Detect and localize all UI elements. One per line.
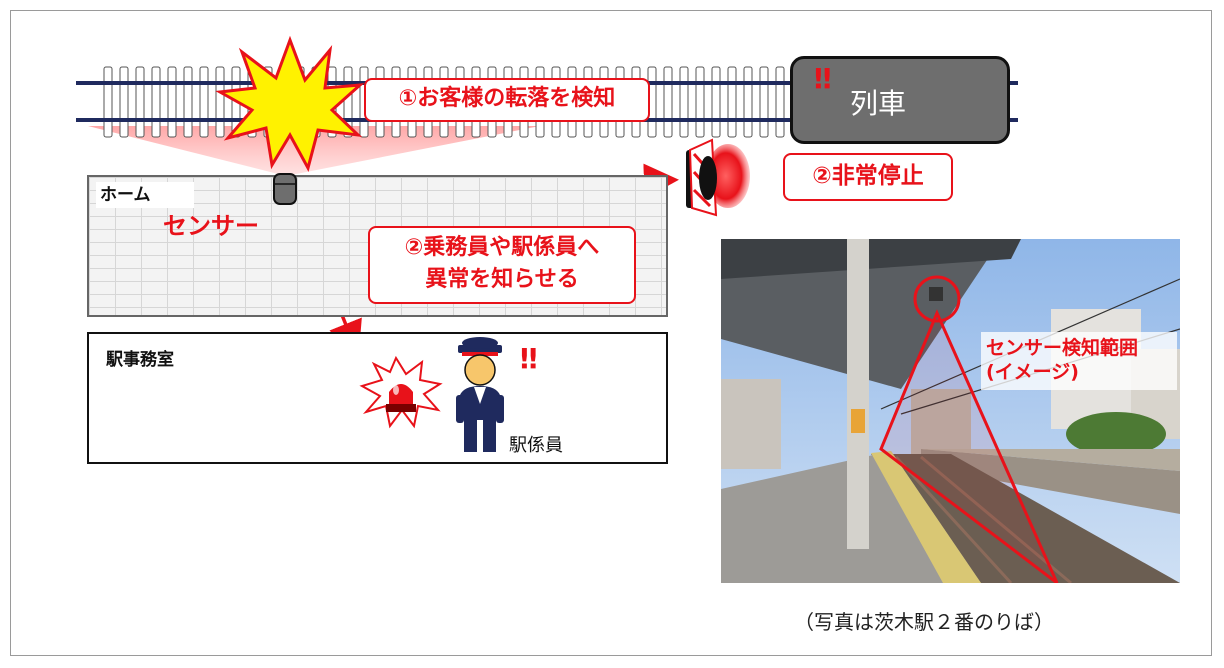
track-sleeper [119,66,129,138]
platform-photo-illustration [721,239,1180,583]
photo-caption-line2: (イメージ) [986,361,1079,383]
photo-detection-range-caption: センサー検知範囲 (イメージ) [986,336,1138,384]
track-sleeper [711,66,721,138]
track-sleeper [775,66,785,138]
station-staff-label: 駅係員 [509,435,563,456]
staff-alert-mark: !! [518,342,539,375]
track-sleeper [679,66,689,138]
fall-burst [215,35,365,173]
callout-notify-line2: 異常を知らせる [425,267,579,292]
track-sleeper [167,66,177,138]
train-label: 列車 [850,87,907,120]
photo-footnote: （写真は茨木駅２番のりば） [794,610,1054,634]
callout-detect-text: ①お客様の転落を検知 [398,86,616,111]
photo-caption-background [981,332,1177,390]
train-car [790,56,1010,144]
track-sleeper [663,66,673,138]
track-sleeper [103,66,113,138]
track-sleeper [151,66,161,138]
track-sleeper [215,66,225,138]
track-sleeper [743,66,753,138]
callout-notify: ②乗務員や駅係員へ 異常を知らせる [368,226,636,304]
train-alert-mark: !! [812,62,833,95]
station-office-label: 駅事務室 [106,350,174,370]
emergency-stop-signal-icon [686,138,750,217]
platform-label: ホーム [96,182,194,208]
track-sleeper [199,66,209,138]
track-sleeper [759,66,769,138]
station-office-area [87,332,668,464]
platform-photo [721,239,1180,583]
track-sleeper [727,66,737,138]
callout-detect: ①お客様の転落を検知 [364,78,650,122]
callout-emergency-stop: ②非常停止 [783,153,953,201]
track-sleeper [695,66,705,138]
track-sleeper [183,66,193,138]
callout-emergency-stop-text: ②非常停止 [812,163,924,189]
diagram-frame [10,10,1212,656]
track-sleeper [135,66,145,138]
callout-notify-line1: ②乗務員や駅係員へ [404,235,600,260]
photo-caption-line1: センサー検知範囲 [986,337,1139,359]
sensor-label: センサー [163,212,259,240]
